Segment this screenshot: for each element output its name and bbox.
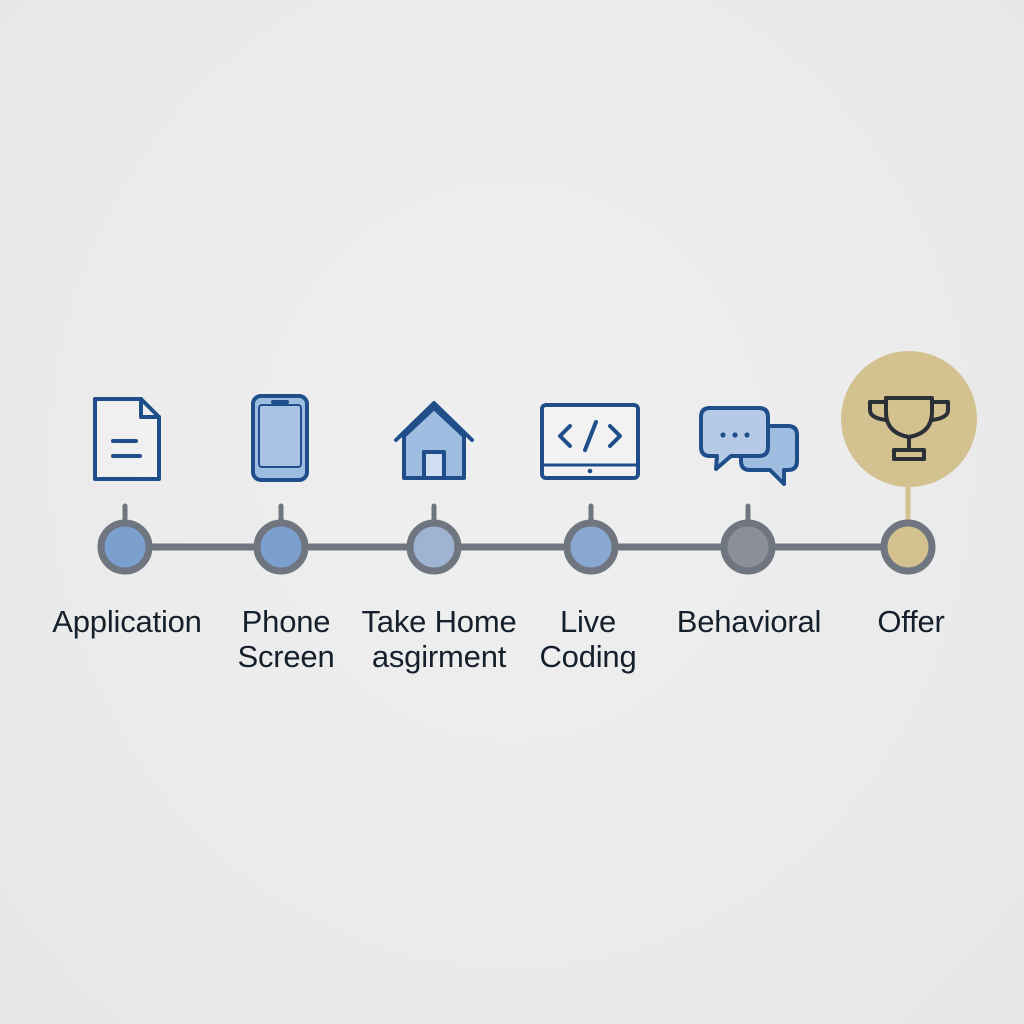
chat-bubbles-icon (699, 406, 799, 486)
document-icon (93, 397, 161, 481)
phone-icon (251, 394, 309, 482)
code-monitor-icon (540, 403, 640, 480)
home-icon (394, 401, 474, 480)
stage-label-live-coding: Live Coding (539, 604, 637, 674)
timeline-node-application (97, 519, 153, 575)
timeline-node-behavioral (720, 519, 776, 575)
timeline-node-live-coding (563, 519, 619, 575)
timeline-node-take-home (406, 519, 462, 575)
trophy-icon (868, 396, 950, 461)
offer-badge (841, 351, 977, 487)
stage-label-offer: Offer (877, 604, 945, 639)
stage-label-behavioral: Behavioral (676, 604, 822, 639)
timeline-node-offer (880, 519, 936, 575)
timeline-node-phone-screen (253, 519, 309, 575)
stage-label-take-home: Take Home asgirment (361, 604, 517, 674)
stage-label-application: Application (52, 604, 202, 639)
timeline-stems (122, 503, 751, 525)
stage-label-phone-screen: Phone Screen (237, 604, 335, 674)
